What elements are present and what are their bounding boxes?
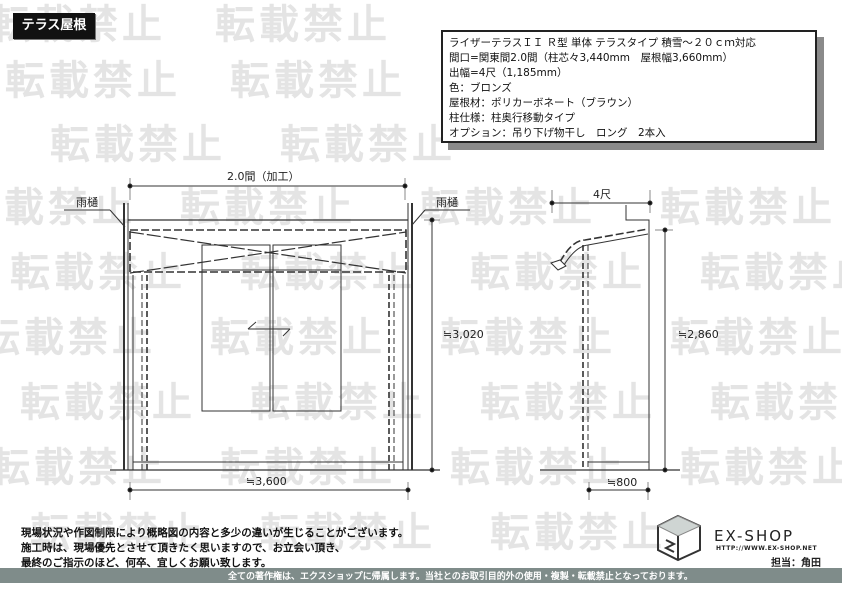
disclaimer-notes: 現場状況や作図制限により概略図の内容と多少の違いが生じることがございます。 施工… <box>21 526 408 571</box>
side-depth-dimension: ≒800 <box>607 476 638 489</box>
spec-line-color: 色：ブロンズ <box>449 82 512 94</box>
spec-line-roof-material: 屋根材：ポリカーボネート（ブラウン） <box>449 97 638 109</box>
spec-line-post-spec: 柱仕様：柱奥行移動タイプ <box>449 112 575 124</box>
front-gutter-left-label: 雨樋 <box>76 196 98 209</box>
note-line: 施工時は、現場優先とさせて頂きたく思いますので、お立会い頂き、 <box>21 542 346 554</box>
side-view-drawing <box>540 190 680 500</box>
spec-line-model: ライザーテラスＩＩ Ｒ型 単体 テラスタイプ 積雪～２０ｃｍ対応 <box>449 37 756 49</box>
spec-line-depth: 出幅=4尺（1,185mm） <box>449 67 568 79</box>
spec-line-width: 間口=関東間2.0間（柱芯々3,440mm 屋根幅3,660mm） <box>449 52 734 64</box>
spec-box: ライザーテラスＩＩ Ｒ型 単体 テラスタイプ 積雪～２０ｃｍ対応 間口=関東間2… <box>441 30 817 143</box>
staff-label: 担当：角田 <box>771 558 821 569</box>
logo-url: HTTP://WWW.EX-SHOP.NET <box>716 545 818 552</box>
front-height-dimension: ≒3,020 <box>443 328 484 341</box>
logo-name: EX-SHOP <box>714 527 795 545</box>
ex-shop-logo-icon <box>656 514 702 562</box>
front-top-dimension: 2.0間（加工） <box>227 170 300 183</box>
note-line: 最終のご指示のほど、何卒、宜しくお願い致します。 <box>21 557 272 569</box>
side-top-dimension: 4尺 <box>593 188 611 201</box>
copyright-text: 全ての著作権は、エクスショップに帰属します。当社とのお取引目的外の使用・複製・転… <box>228 572 693 582</box>
note-line: 現場状況や作図制限により概略図の内容と多少の違いが生じることがございます。 <box>21 527 409 539</box>
front-width-dimension: ≒3,600 <box>246 475 287 488</box>
front-gutter-right-label: 雨樋 <box>436 196 458 209</box>
front-view-drawing <box>64 178 470 500</box>
spec-line-option: オプション：吊り下げ物干し ロング 2本入 <box>449 127 666 139</box>
side-height-dimension: ≒2,860 <box>678 328 719 341</box>
drawing-title-tag: テラス屋根 <box>13 13 95 39</box>
copyright-footer: 全ての著作権は、エクスショップに帰属します。当社とのお取引目的外の使用・複製・転… <box>0 568 842 583</box>
